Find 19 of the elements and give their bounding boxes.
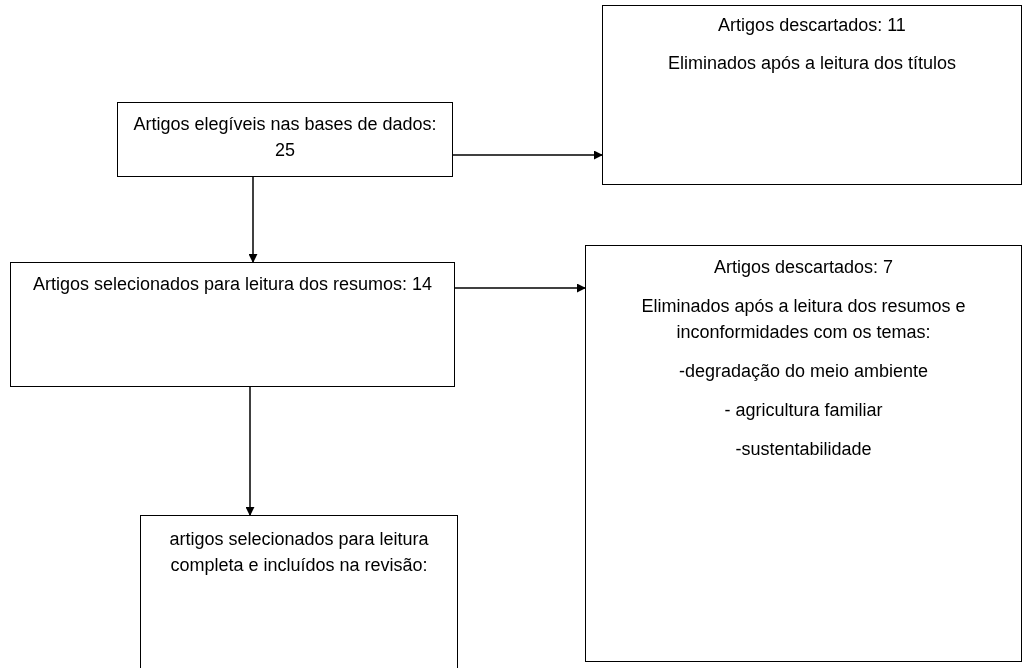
process-box: [585, 245, 1022, 662]
box-text: Artigos elegíveis nas bases de dados: 25: [132, 113, 438, 163]
arrow: [454, 283, 586, 293]
box-text: Eliminados após a leitura dos títulos: [667, 52, 957, 76]
process-box: [140, 515, 458, 668]
arrow: [452, 150, 603, 160]
process-box: [602, 5, 1022, 185]
box-text: artigos selecionados para leitura completa e incluídos na revisão:: [168, 528, 430, 578]
box-text: Artigos descartados: 7: [713, 256, 894, 279]
box-text: Artigos selecionados para leitura dos resumos: 14: [32, 273, 433, 296]
process-box: [10, 262, 455, 387]
box-text: -degradação do meio ambiente: [678, 360, 929, 384]
arrow: [245, 386, 255, 516]
arrow: [248, 176, 258, 263]
box-text: Artigos descartados: 11: [718, 14, 906, 37]
box-text: -sustentabilidade: [735, 438, 872, 462]
box-text: - agricultura familiar: [724, 399, 883, 423]
process-box: [117, 102, 453, 177]
box-text: Eliminados após a leitura dos resumos e inconformidades com os temas:: [640, 295, 967, 345]
